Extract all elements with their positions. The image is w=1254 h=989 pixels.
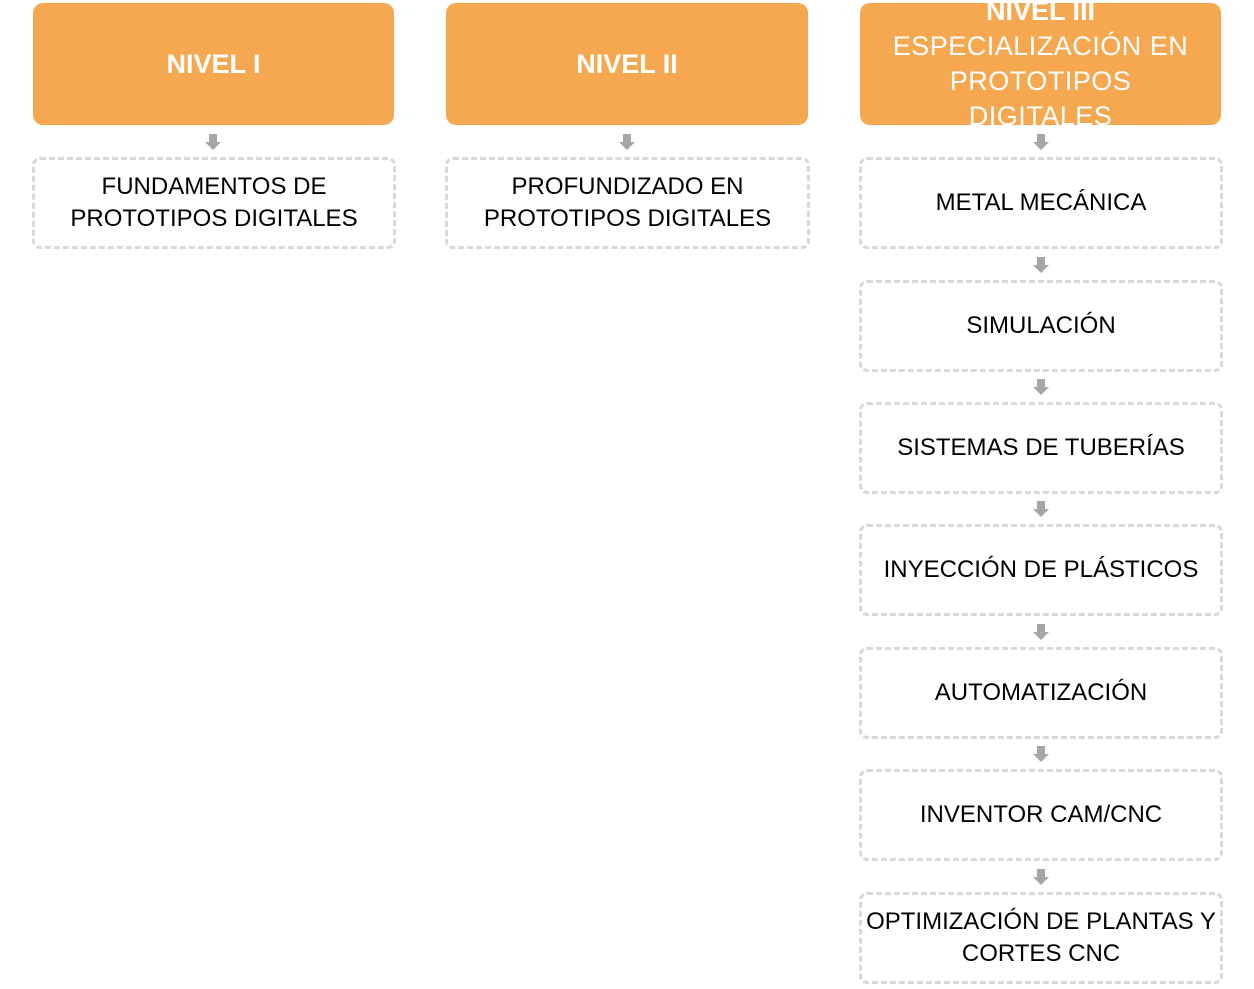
down-arrow-icon: [1033, 379, 1049, 396]
level-3-item-7: OPTIMIZACIÓN DE PLANTAS Y CORTES CNC: [859, 892, 1223, 984]
level-3-item-6-label: INVENTOR CAM/CNC: [919, 801, 1163, 828]
level-3-header: NIVEL III ESPECIALIZACIÓN EN PROTOTIPOS …: [860, 0, 1221, 131]
level-3-item-1: METAL MECÁNICA: [859, 157, 1223, 249]
level-3-item-2: SIMULACIÓN: [859, 280, 1223, 372]
level-2-item-1: PROFUNDIZADO EN PROTOTIPOS DIGITALES: [445, 157, 810, 249]
level-3-item-6: INVENTOR CAM/CNC: [859, 769, 1223, 861]
level-2-header: NIVEL II: [446, 3, 808, 125]
level-2-item-1-label: PROFUNDIZADO EN PROTOTIPOS DIGITALES: [483, 173, 772, 232]
level-3-item-7-label: OPTIMIZACIÓN DE PLANTAS Y CORTES CNC: [866, 908, 1216, 967]
level-1-item-1-label: FUNDAMENTOS DE PROTOTIPOS DIGITALES: [70, 173, 358, 232]
level-3-item-3-label: SISTEMAS DE TUBERÍAS: [897, 434, 1185, 461]
level-1-title: NIVEL I: [166, 48, 261, 79]
level-3-item-4-label: INYECCIÓN DE PLÁSTICOS: [883, 556, 1199, 583]
down-arrow-icon: [1033, 134, 1049, 151]
level-3-item-2-label: SIMULACIÓN: [966, 312, 1116, 339]
level-1-header: NIVEL I: [33, 3, 394, 125]
down-arrow-icon: [619, 134, 635, 151]
level-3-subtitle: ESPECIALIZACIÓN EN PROTOTIPOS DIGITALES: [892, 31, 1189, 131]
down-arrow-icon: [1033, 501, 1049, 518]
down-arrow-icon: [1033, 869, 1049, 886]
level-3-title: NIVEL III: [985, 0, 1096, 26]
level-3-item-1-label: METAL MECÁNICA: [935, 189, 1147, 216]
level-3-item-5: AUTOMATIZACIÓN: [859, 647, 1223, 739]
down-arrow-icon: [1033, 624, 1049, 641]
down-arrow-icon: [1033, 746, 1049, 763]
level-2-title: NIVEL II: [576, 48, 678, 79]
level-1-item-1: FUNDAMENTOS DE PROTOTIPOS DIGITALES: [32, 157, 396, 249]
level-3-item-3: SISTEMAS DE TUBERÍAS: [859, 402, 1223, 494]
down-arrow-icon: [205, 134, 221, 151]
level-3-item-5-label: AUTOMATIZACIÓN: [934, 679, 1148, 706]
level-3-item-4: INYECCIÓN DE PLÁSTICOS: [859, 524, 1223, 616]
down-arrow-icon: [1033, 257, 1049, 274]
